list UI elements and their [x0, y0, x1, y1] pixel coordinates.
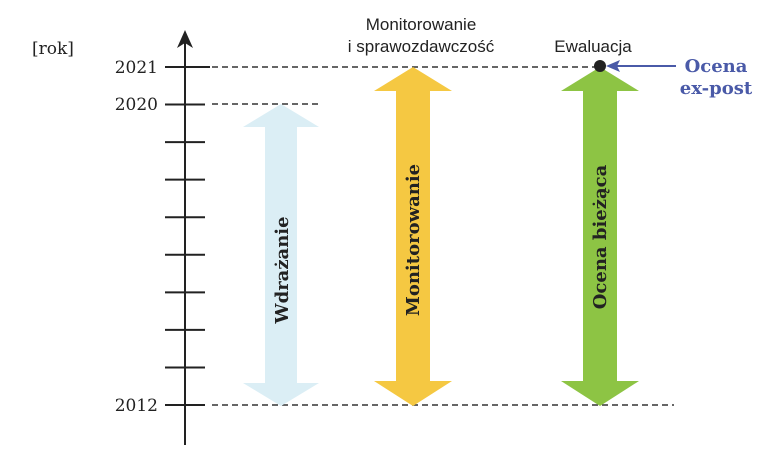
year-2021: 2021 — [115, 58, 158, 78]
monitoring-header-line2: i sprawozdawczość — [348, 37, 495, 56]
evaluation-label: Ocena bieżąca — [590, 164, 611, 309]
year-2020: 2020 — [115, 95, 158, 115]
monitoring-arrow — [374, 67, 452, 406]
dashed-guides — [212, 66, 674, 406]
monitoring-header-line1: Monitorowanie — [366, 15, 477, 34]
year-2012: 2012 — [115, 396, 158, 416]
implementation-label: Wdrażanie — [272, 216, 293, 324]
callout-line1: Ocena — [685, 56, 748, 77]
callout-line2: ex-post — [680, 78, 753, 99]
implementation-arrow — [243, 104, 319, 406]
evaluation-arrow — [561, 67, 639, 406]
callout-arrow-icon — [606, 60, 620, 72]
evaluation-header: Ewaluacja — [554, 37, 632, 56]
year-axis — [165, 30, 210, 445]
year-unit-label: [rok] — [32, 39, 74, 59]
ex-post-point — [594, 60, 606, 72]
monitoring-label: Monitorowanie — [403, 164, 424, 316]
axis-arrow-icon — [177, 30, 193, 48]
